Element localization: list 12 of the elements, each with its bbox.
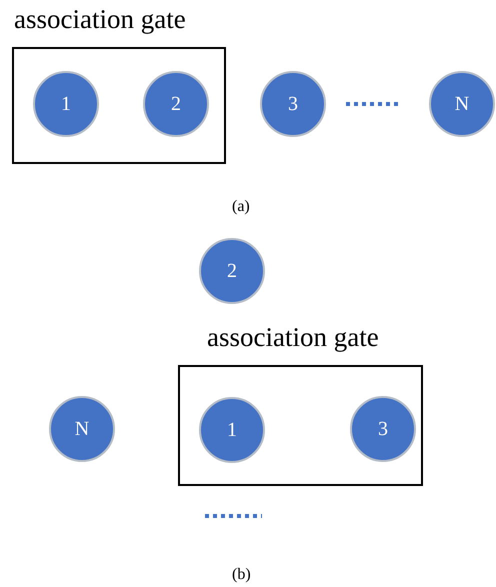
- panel-label: (a): [232, 198, 250, 216]
- node-circle: N: [429, 71, 495, 137]
- node-circle: 1: [199, 397, 265, 463]
- node-circle: N: [49, 396, 115, 462]
- panel-label: (b): [232, 566, 251, 584]
- node-circle: 2: [199, 238, 265, 304]
- node-circle: 2: [143, 71, 209, 137]
- node-circle: 3: [260, 71, 326, 137]
- node-circle: 1: [33, 71, 99, 137]
- group-heading: association gate: [207, 322, 379, 353]
- node-circle: 3: [350, 396, 416, 462]
- group-heading: association gate: [14, 4, 186, 35]
